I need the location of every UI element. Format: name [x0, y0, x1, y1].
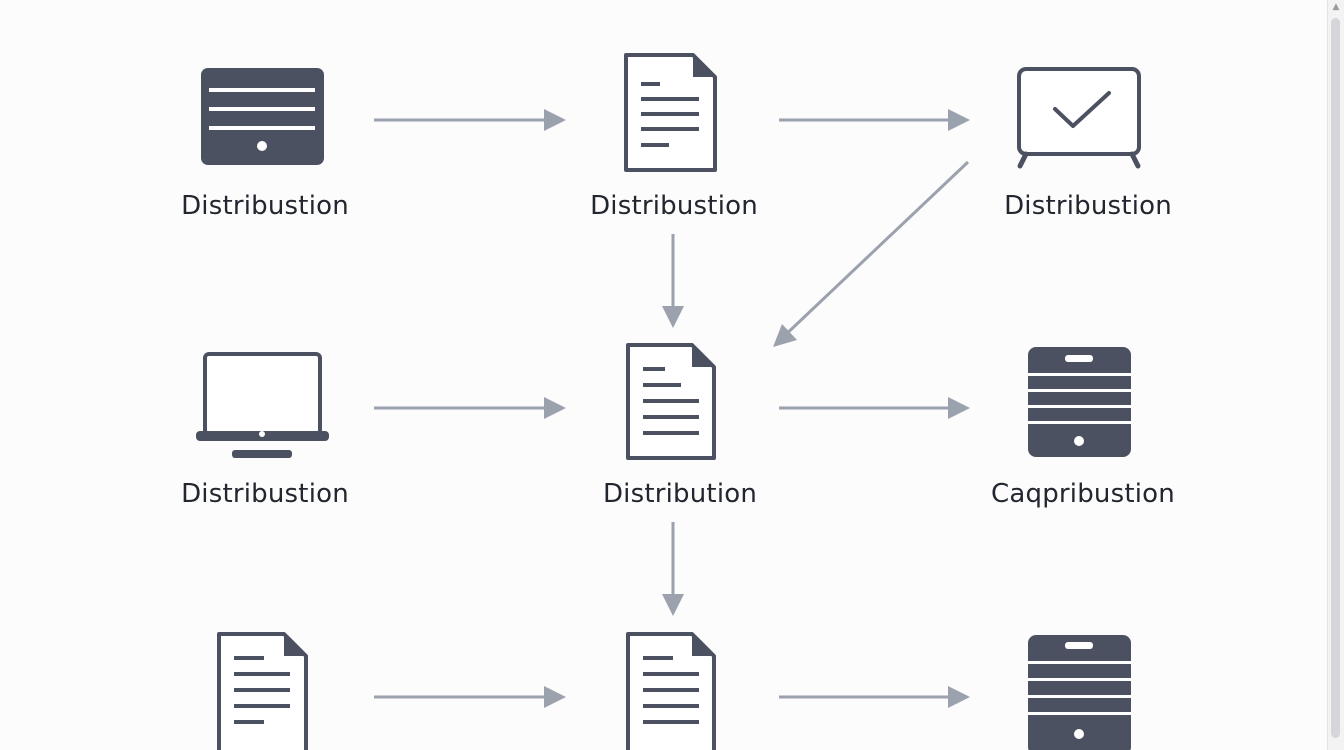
node-label: Caqpribustion [991, 479, 1175, 509]
edge-r1c3-r2c2 [778, 160, 970, 342]
arrowhead-r1c2-r2c2 [662, 306, 684, 328]
arrowhead-r1c1-r1c2 [544, 109, 566, 131]
node-label: Distribustion [181, 191, 349, 221]
monitor-check-icon [1017, 67, 1141, 169]
server-rack-icon [1028, 635, 1131, 750]
server-panel-icon [201, 68, 324, 165]
arrowhead-r2c2-r2c3 [948, 397, 970, 419]
scroll-thumb[interactable] [1331, 18, 1340, 738]
node-label: Distribution [602, 479, 758, 509]
document-icon [626, 343, 716, 460]
document-icon [217, 632, 308, 750]
vertical-scrollbar[interactable]: ▲ [1327, 0, 1344, 750]
node-label: Distribustion [590, 191, 758, 221]
node-label: Distribustion [181, 479, 349, 509]
arrowhead-r3c2-r3c3 [948, 686, 970, 708]
arrowhead-r3c1-r3c2 [544, 686, 566, 708]
arrowhead-r2c2-r3c2 [662, 594, 684, 616]
arrowhead-r1c2-r1c3 [948, 109, 970, 131]
desktop-monitor-icon [196, 352, 329, 458]
server-rack-icon [1028, 347, 1131, 457]
node-label: Distribustion [1004, 191, 1172, 221]
edges [374, 109, 970, 708]
document-icon [624, 53, 717, 172]
document-icon [626, 632, 716, 750]
arrowhead-r1c3-r2c2 [773, 324, 797, 347]
scroll-up-icon[interactable]: ▲ [1332, 2, 1340, 12]
arrowhead-r2c1-r2c2 [544, 397, 566, 419]
